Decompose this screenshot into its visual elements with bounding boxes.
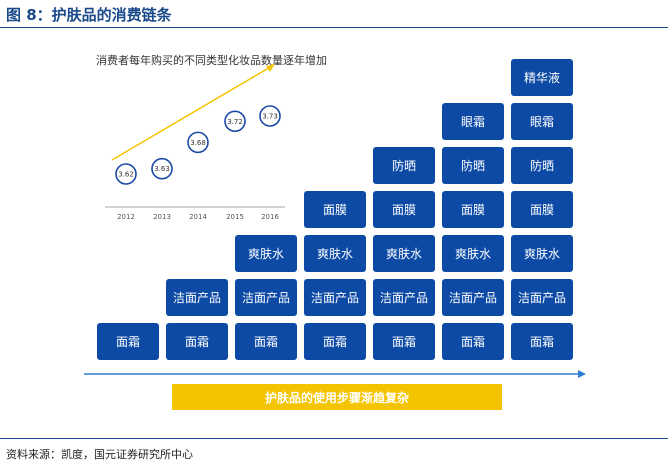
x-tick-label: 2013: [153, 213, 171, 221]
product-step-box: 面霜: [97, 323, 159, 360]
product-step-box: 眼霜: [511, 103, 573, 140]
x-tick-label: 2015: [226, 213, 244, 221]
product-step-box: 洁面产品: [166, 279, 228, 316]
data-label: 3.72: [227, 118, 243, 126]
product-step-box: 防晒: [373, 147, 435, 184]
product-step-box: 面膜: [442, 191, 504, 228]
x-tick-label: 2012: [117, 213, 135, 221]
product-step-box: 面霜: [511, 323, 573, 360]
data-point: [151, 157, 173, 180]
product-step-box: 洁面产品: [442, 279, 504, 316]
product-step-box: 面膜: [304, 191, 366, 228]
data-label: 3.62: [118, 171, 134, 179]
product-step-box: 爽肤水: [442, 235, 504, 272]
product-step-box: 面霜: [235, 323, 297, 360]
product-step-box: 爽肤水: [235, 235, 297, 272]
data-label: 3.73: [262, 113, 278, 121]
product-step-box: 面霜: [166, 323, 228, 360]
product-step-box: 精华液: [511, 59, 573, 96]
data-point: [224, 110, 246, 133]
product-step-box: 洁面产品: [235, 279, 297, 316]
product-step-box: 爽肤水: [304, 235, 366, 272]
bubble-series: 3.62 2012 3.63 2013 3.68 2014 3.72 2015 3.73 2016: [115, 105, 281, 221]
trend-arrow-line: [111, 65, 273, 161]
data-label: 3.68: [190, 139, 206, 147]
data-point: [187, 131, 209, 154]
source-rule: [0, 438, 668, 439]
product-step-box: 面膜: [511, 191, 573, 228]
data-label: 3.63: [154, 165, 170, 173]
product-step-box: 面霜: [373, 323, 435, 360]
product-step-box: 面膜: [373, 191, 435, 228]
data-point: [259, 105, 281, 127]
inset-chart-title: 消费者每年购买的不同类型化妆品数量逐年增加: [96, 54, 327, 67]
product-step-box: 爽肤水: [373, 235, 435, 272]
product-step-box: 洁面产品: [304, 279, 366, 316]
steps-banner: 护肤品的使用步骤渐趋复杂: [172, 384, 502, 410]
product-step-box: 爽肤水: [511, 235, 573, 272]
product-step-box: 洁面产品: [373, 279, 435, 316]
product-step-box: 面霜: [304, 323, 366, 360]
x-tick-label: 2016: [261, 213, 279, 221]
product-step-box: 防晒: [442, 147, 504, 184]
product-step-box: 眼霜: [442, 103, 504, 140]
x-tick-label: 2014: [189, 213, 207, 221]
title-rule: [0, 27, 668, 28]
source-note: 资料来源：凯度，国元证券研究所中心: [6, 448, 193, 461]
product-step-box: 洁面产品: [511, 279, 573, 316]
product-step-box: 防晒: [511, 147, 573, 184]
trend-arrow-head: [266, 64, 275, 72]
data-point: [115, 163, 137, 185]
product-step-box: 面霜: [442, 323, 504, 360]
flow-arrow-head: [578, 370, 586, 378]
figure-title: 图 8：护肤品的消费链条: [6, 6, 172, 24]
